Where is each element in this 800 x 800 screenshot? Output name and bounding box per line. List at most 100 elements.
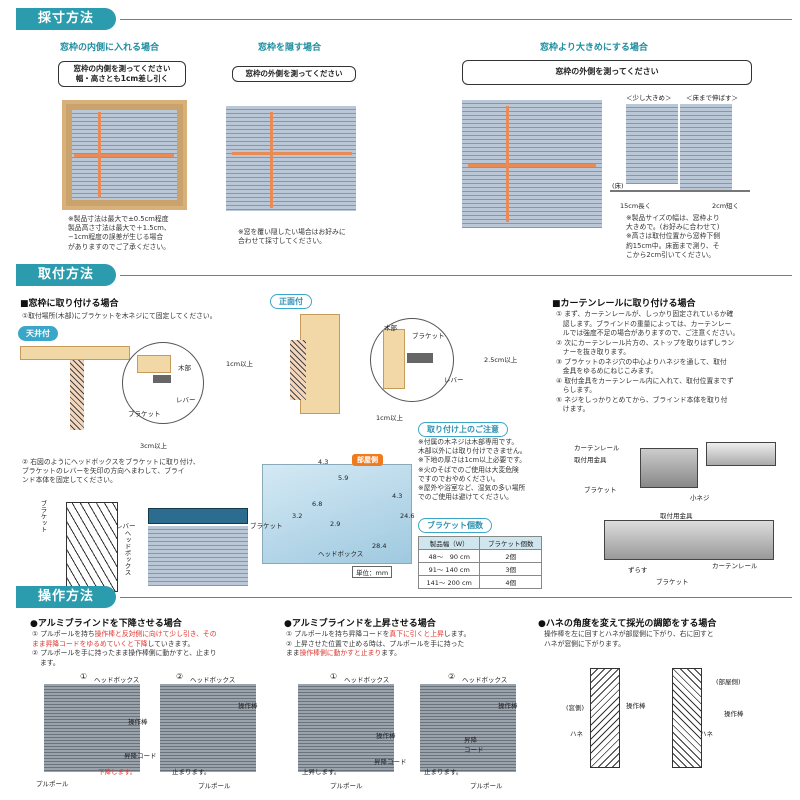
front-wood xyxy=(300,314,340,414)
label-rod-lower-2: 操作棒 xyxy=(238,702,258,710)
front-hand-illustration xyxy=(290,340,306,400)
label-rod-lower: 操作棒 xyxy=(128,718,148,726)
label-cord-raise: 昇降コード xyxy=(374,758,407,766)
label-2cm: 2cm短く xyxy=(712,202,740,210)
label-stop-raise: 止まります。 xyxy=(424,768,463,776)
ceiling-wood xyxy=(20,346,130,360)
box-inside: 窓枠の内側を測ってください 幅・高さとも1cm差し引く xyxy=(58,61,186,88)
tag-caution: 取り付け上のご注意 xyxy=(418,422,508,437)
label-pull-raise: プルポール xyxy=(330,782,363,790)
heading-inside: 窓枠の内側に入れる場合 xyxy=(60,43,160,53)
label-headbox-lower-2: ヘッドボックス xyxy=(190,676,236,684)
angle-illustration-1 xyxy=(590,668,620,768)
rail-illustration xyxy=(706,442,776,466)
dim-5: 28.4 xyxy=(372,542,387,550)
dim-3: 3.2 xyxy=(292,512,303,520)
note-hide: ※窓を覆い隠したい場合はお好みに 合わせて採寸してください。 xyxy=(238,228,346,246)
box-hide: 窓枠の外側を測ってください xyxy=(232,66,356,83)
label-cord-lower: 昇降コード xyxy=(124,752,157,760)
section-title: 操作方法 xyxy=(16,586,117,608)
lower-steps: ① プルポールを持ち操作棒と反対側に向けて少し引き、その まま昇降コードをゆるめ… xyxy=(32,630,217,667)
front-detail-circle xyxy=(370,318,454,402)
heading-hide: 窓枠を隠す場合 xyxy=(258,43,322,53)
tag-bracket-count: ブラケット個数 xyxy=(418,518,492,533)
label-rod-angle-2: 操作棒 xyxy=(724,710,744,718)
section-title: 採寸方法 xyxy=(16,8,117,30)
label-bracket: ブラケット xyxy=(128,410,161,418)
dim-1: 5.9 xyxy=(338,474,349,482)
headbox-cord-illustration xyxy=(66,502,118,592)
dim-7: 6.8 xyxy=(312,500,323,508)
note-inside: ※製品寸法は最大で±0.5cm程度 製品高さ寸法は最大で＋1.5cm、 −1cm… xyxy=(68,215,171,251)
rail-fitting-illustration xyxy=(640,448,698,488)
heading-raise: ●アルミブラインドを上昇させる場合 xyxy=(284,619,436,629)
label-rail: カーテンレール xyxy=(574,444,620,452)
label-pull-lower-2: プルポール xyxy=(198,782,231,790)
label-to-floor: ＜床まで伸ばす＞ xyxy=(686,94,738,102)
label-lever-front: レバー xyxy=(444,376,464,384)
label-slat-2: ハネ xyxy=(700,730,713,738)
label-room-side: 部屋側 xyxy=(352,454,383,466)
window-larger-illustration xyxy=(462,100,602,228)
dim-4: 2.9 xyxy=(330,520,341,528)
label-3cm-more: 3cm以上 xyxy=(140,442,168,450)
label-unit: 単位：mm xyxy=(352,566,393,578)
box-larger: 窓枠の外側を測ってください xyxy=(462,60,752,85)
heading-larger: 窓枠より大きめにする場合 xyxy=(540,43,648,53)
label-floor-paren: (床) xyxy=(612,182,624,190)
label-1cm-more: 1cm以上 xyxy=(226,360,254,368)
tag-front: 正面付 xyxy=(270,294,312,309)
label-room-side-angle: (部屋側) xyxy=(716,678,741,686)
install-step2: ② 右図のようにヘッドボックスをブラケットに取り付け、 ブラケットのレバーを矢印… xyxy=(22,458,200,485)
label-slide: ずらす xyxy=(628,566,648,574)
label-wood: 木部 xyxy=(178,364,191,372)
blind-raise-2 xyxy=(420,684,516,772)
dim-6: 24.6 xyxy=(400,512,415,520)
dim-2: 4.3 xyxy=(392,492,403,500)
blind-lower-1 xyxy=(44,684,140,772)
label-headbox-raise: ヘッドボックス xyxy=(344,676,390,684)
dim-0: 4.3 xyxy=(318,458,329,466)
larger-slight-illustration xyxy=(626,104,678,184)
section-title: 取付方法 xyxy=(16,264,117,286)
ceiling-detail-circle xyxy=(122,342,204,424)
label-headbox-vertical: ヘッドボックス xyxy=(123,530,131,576)
bracket-3d-illustration xyxy=(262,464,412,564)
heading-angle: ●ハネの角度を変えて採光の調節をする場合 xyxy=(538,619,717,629)
label-window-side: (窓側) xyxy=(566,704,585,712)
angle-illustration-2 xyxy=(672,668,702,768)
note-larger: ※製品サイズの幅は、窓枠より 大きめで。(お好みに合わせて) ※高さは取付位置か… xyxy=(626,214,721,259)
label-slightly-larger: ＜少し大きめ＞ xyxy=(626,94,672,102)
label-bracket-rail: ブラケット xyxy=(584,486,617,494)
label-pull-lower: プルポール xyxy=(36,780,69,788)
label-bracket-3d: ブラケット xyxy=(250,522,283,530)
label-rail-2: カーテンレール xyxy=(712,562,758,570)
label-wood-front: 木部 xyxy=(384,324,397,332)
label-1cm-more-front: 1cm以上 xyxy=(376,414,404,422)
heading-lower: ●アルミブラインドを下降させる場合 xyxy=(30,619,182,629)
heading-curtain-rail: ■カーテンレールに取り付ける場合 xyxy=(552,299,696,309)
label-down: 下降します。 xyxy=(98,768,137,776)
label-lever: レバー xyxy=(176,396,196,404)
raise-steps: ① プルポールを持ち昇降コードを真下に引くと上昇します。 ② 上昇させた位置で止… xyxy=(286,630,471,658)
label-headbox-lower: ヘッドボックス xyxy=(94,676,140,684)
window-hide-illustration xyxy=(226,100,356,215)
label-headbox-raise-2: ヘッドボックス xyxy=(462,676,508,684)
headbox-illustration xyxy=(148,508,248,524)
curtain-rail-steps: ① まず、カーテンレールが、しっかり固定されているか確 認します。ブラインドの重… xyxy=(556,310,740,414)
tag-ceiling: 天井付 xyxy=(18,326,58,341)
ceiling-hand-illustration xyxy=(70,360,84,430)
label-fitting-2: 取付用金具 xyxy=(660,512,693,520)
heading-window-frame: ■窓枠に取り付ける場合 xyxy=(20,299,119,309)
section-header-measure: 採寸方法 xyxy=(0,8,800,30)
label-up: 上昇します。 xyxy=(302,768,341,776)
label-stop-lower: 止まります。 xyxy=(172,768,211,776)
rail-assembly-illustration xyxy=(604,520,774,560)
caution-text: ※付属の木ネジは木部専用です。 木部以外には取り付けできません。 ※下地の厚さは… xyxy=(418,438,527,502)
label-headbox-3d: ヘッドボックス xyxy=(318,550,364,558)
headbox-blinds-illustration xyxy=(148,526,248,586)
angle-text: 操作棒を左に回すとハネが部屋側に下がり、右に回すと ハネが窓側に下がります。 xyxy=(544,630,714,648)
